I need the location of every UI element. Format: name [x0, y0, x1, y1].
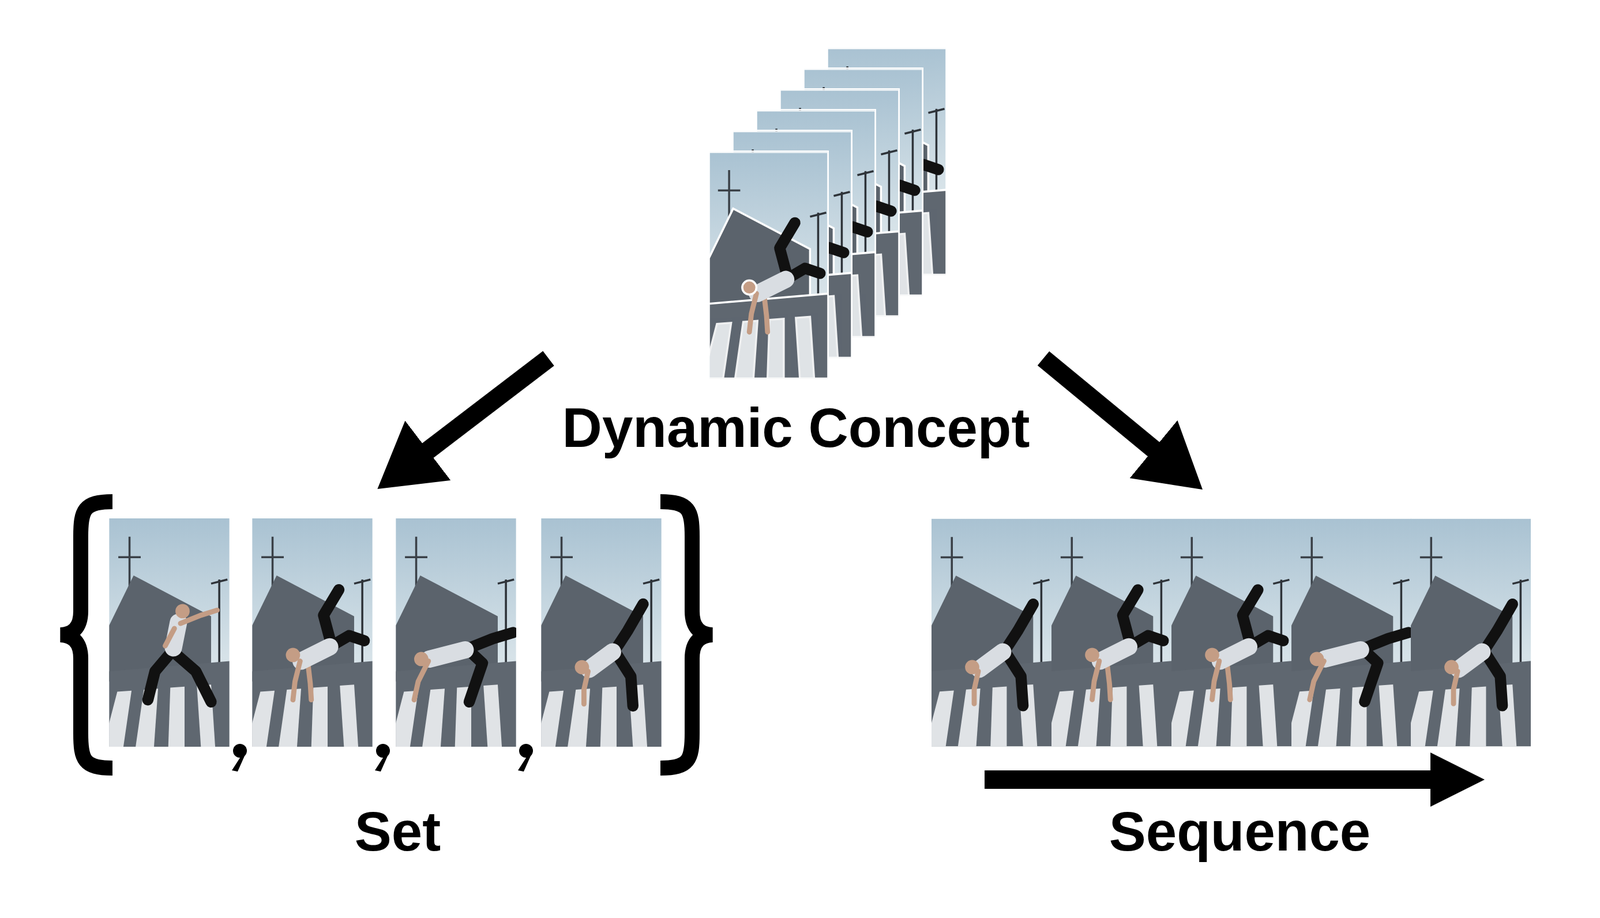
- comma-marks: [231, 744, 533, 772]
- concept-group: Dynamic Concept: [548, 40, 1044, 456]
- time-arrow-head: [1430, 752, 1485, 807]
- frame-border: [708, 151, 829, 380]
- comma-mark: [376, 744, 390, 758]
- comma-mark: [517, 750, 533, 772]
- video-frame: [103, 518, 230, 747]
- video-frame: [246, 518, 373, 747]
- comma-mark: [374, 750, 390, 772]
- flow-arrow: [1043, 358, 1167, 461]
- comma-mark: [519, 744, 533, 758]
- concept-label: Sequence: [929, 804, 1551, 860]
- right-brace: [660, 501, 713, 769]
- frame-stack: [702, 47, 947, 380]
- video-frame: [702, 152, 829, 379]
- video-frame: [389, 518, 517, 747]
- left-brace: [60, 501, 113, 769]
- concept-label: Set: [53, 804, 742, 860]
- concept-label: Dynamic Concept: [548, 400, 1044, 456]
- comma-mark: [231, 750, 247, 772]
- video-frame: [1285, 519, 1412, 747]
- video-frame: [535, 518, 662, 747]
- flow-arrow: [414, 358, 549, 462]
- concept-group: Set: [40, 494, 730, 860]
- video-frame: [1165, 519, 1292, 747]
- concept-group: Sequence: [920, 510, 1542, 860]
- video-frame: [1404, 519, 1531, 747]
- time-arrow-shaft: [984, 770, 1437, 790]
- video-frame: [1045, 519, 1172, 747]
- video-frame: [925, 519, 1052, 747]
- comma-mark: [233, 744, 247, 758]
